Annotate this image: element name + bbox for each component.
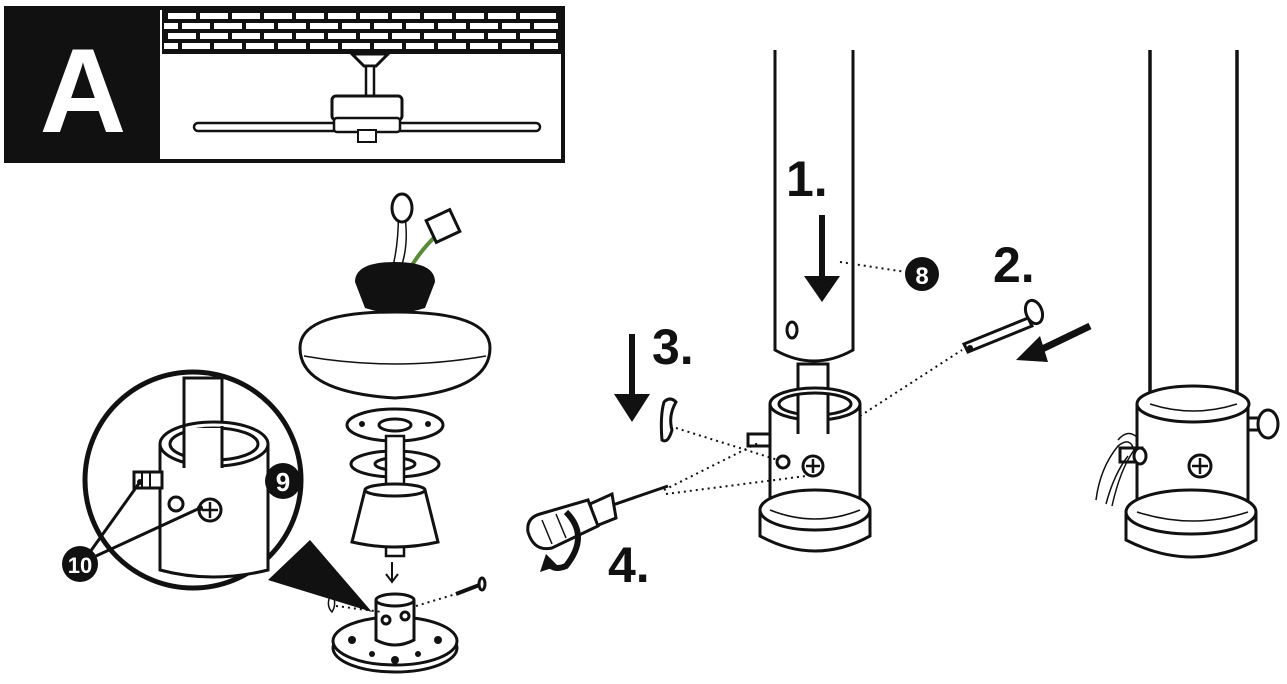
callout-8: 8 [915, 263, 928, 290]
downrod-insertion [663, 50, 963, 553]
panel-letter: A [40, 24, 127, 158]
zoom-wedge [268, 540, 372, 612]
panel-letter-box [6, 8, 160, 161]
panel-a-header: A [4, 6, 565, 163]
step-3-label: 3. [652, 319, 694, 375]
zoom-detail [62, 369, 304, 591]
screwdriver-icon [526, 484, 669, 572]
insert-pin-arrow [1016, 322, 1092, 362]
clevis-pin [961, 298, 1045, 354]
cotter-clip-arrow [614, 334, 678, 443]
ceiling-bricks [162, 10, 561, 54]
fan-motor-assembly [298, 192, 492, 674]
callout-9: 9 [276, 467, 290, 497]
finished-assembly [1095, 50, 1280, 559]
step-4-label: 4. [608, 537, 650, 593]
step-1-label: 1. [786, 151, 828, 207]
mini-ceiling-fan [192, 52, 542, 143]
wires [390, 192, 462, 273]
step-2-label: 2. [993, 237, 1035, 293]
callout-10: 10 [68, 553, 92, 578]
